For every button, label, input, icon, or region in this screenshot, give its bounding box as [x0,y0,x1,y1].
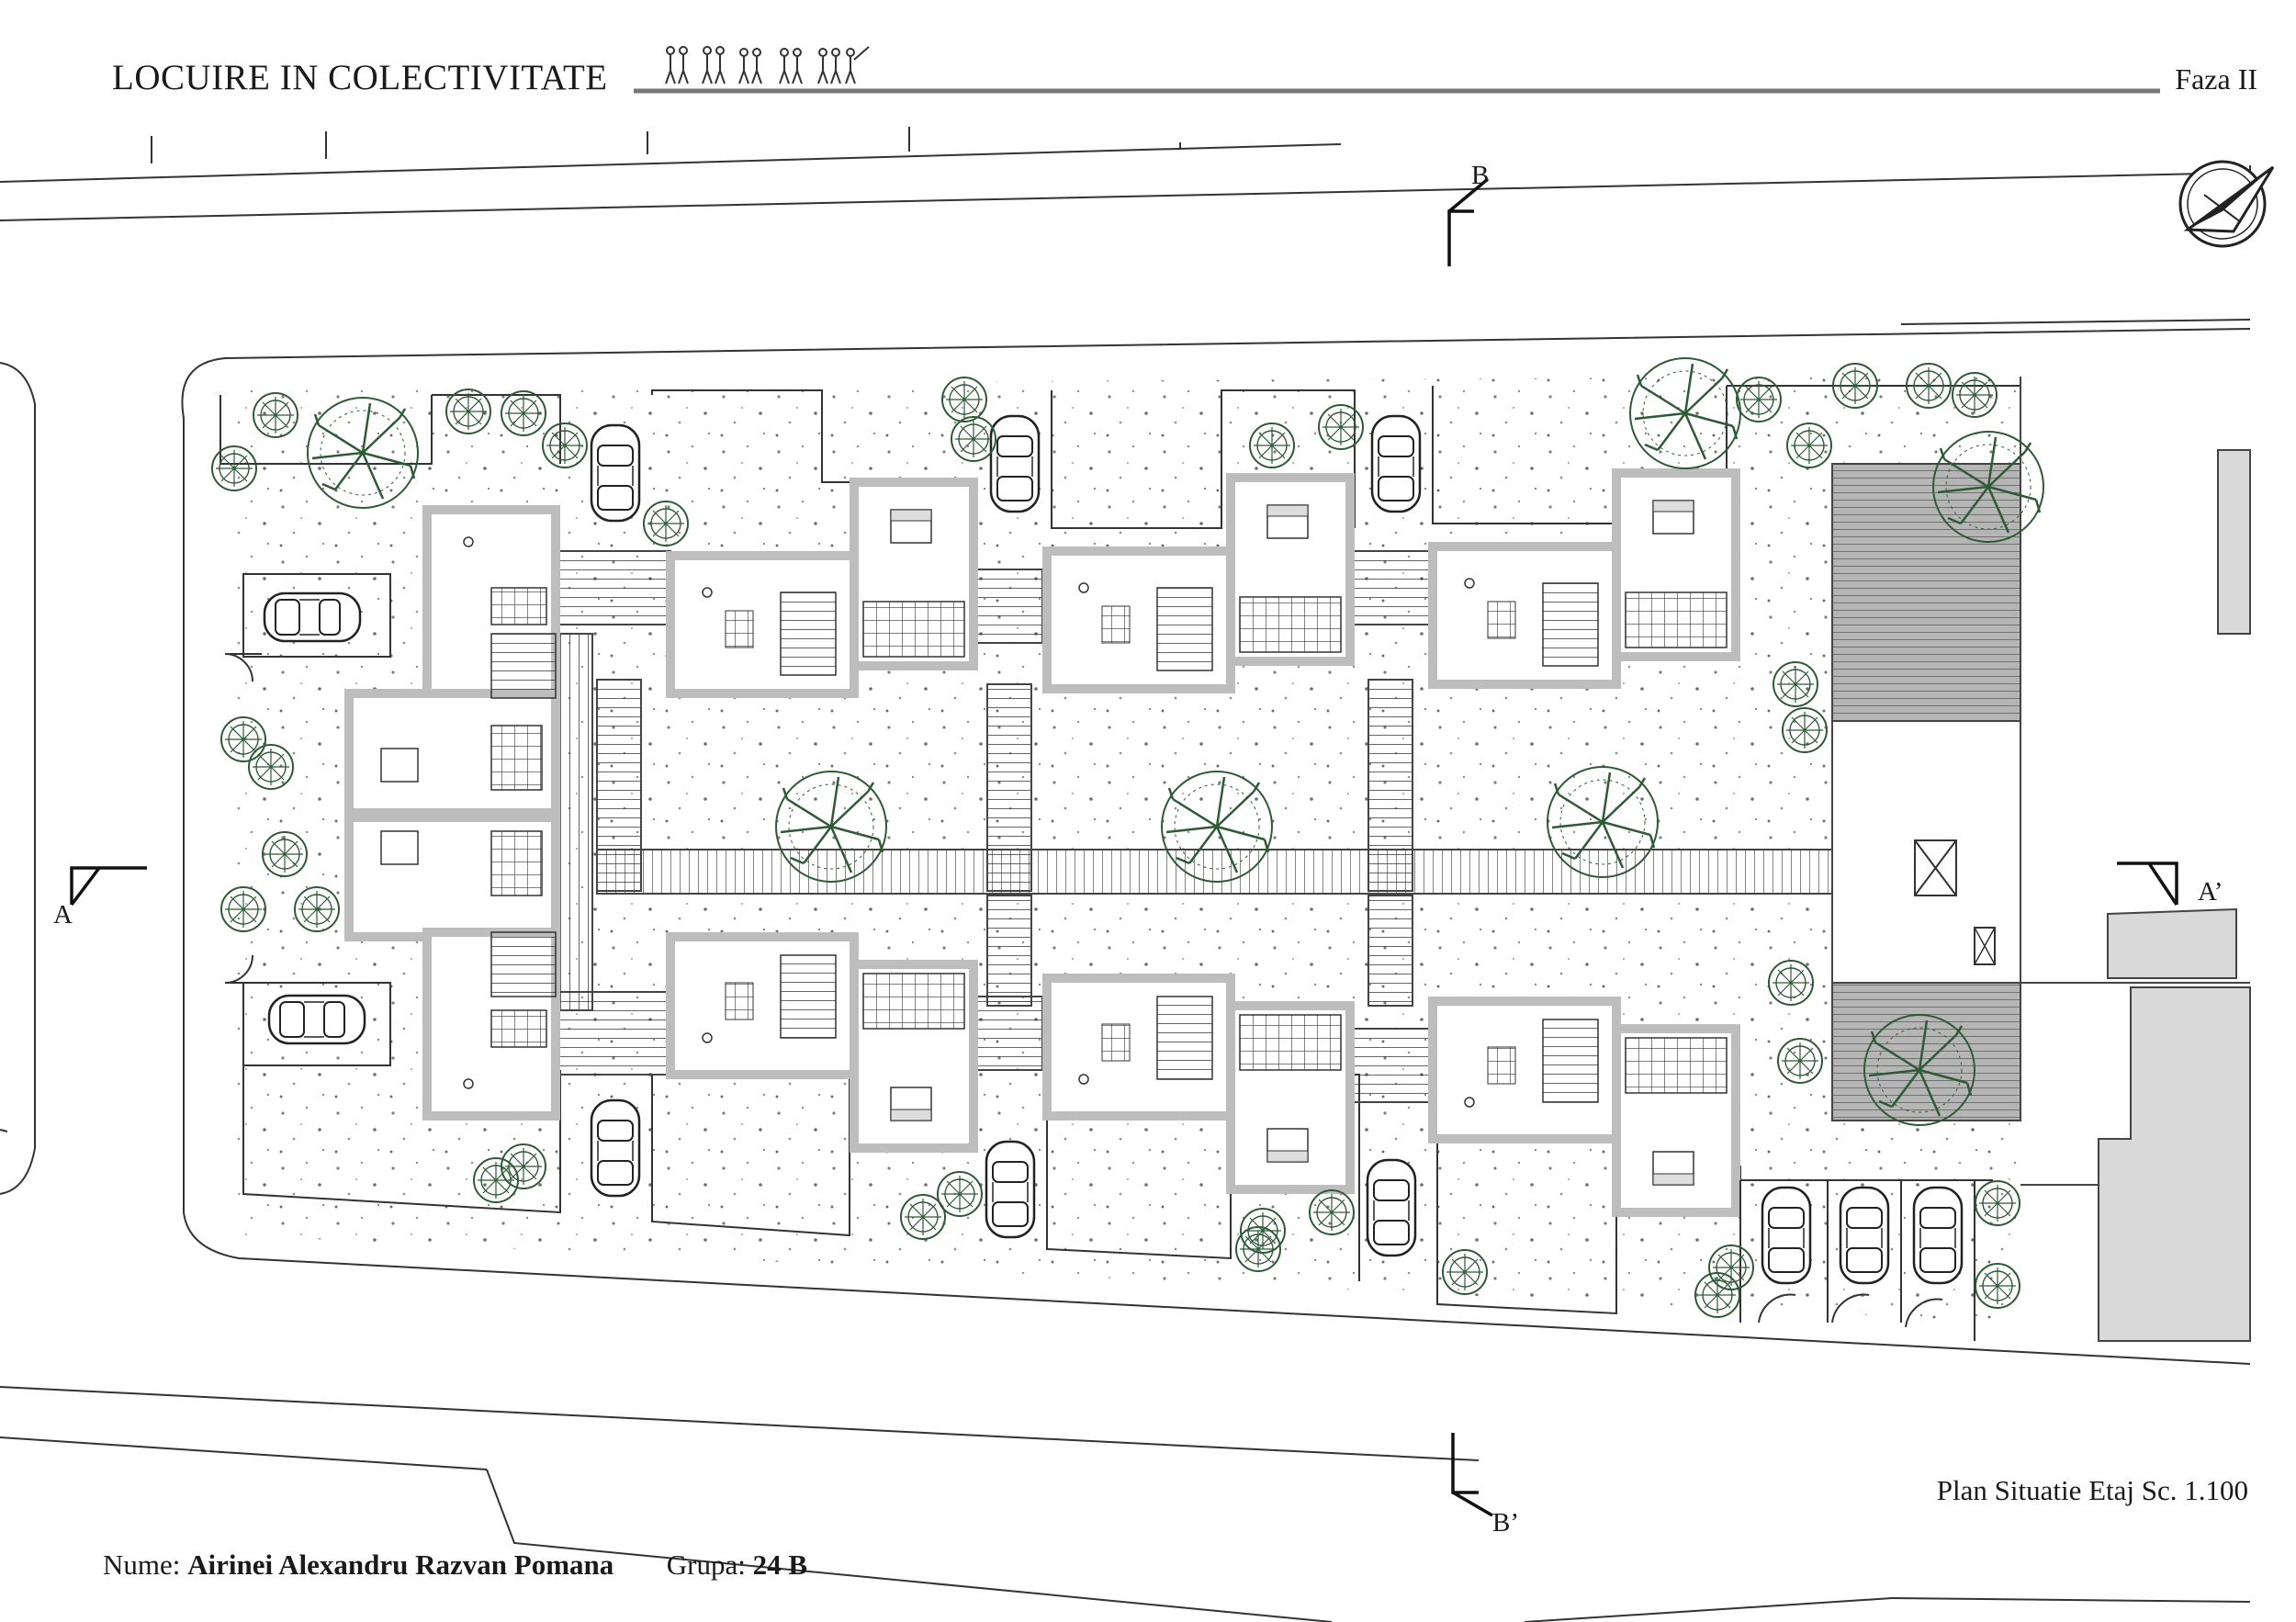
terrace-deck [1831,377,2250,1186]
sheet-label: Plan Situatie Etaj Sc. 1.100 [1936,1474,2248,1506]
left-block [344,505,560,1121]
name-label: Nume: [103,1549,181,1581]
right-parking [1739,1179,1993,1341]
footer: Nume: Airinei Alexandru Razvan Pomana Gr… [103,1549,807,1582]
road-lines [0,127,2251,1622]
section-marker-a-right [2117,862,2178,906]
drawing-title: LOCUIRE IN COLECTIVITATE [112,58,608,97]
neighbor-buildings [2098,449,2251,1342]
group-label: Grupa: [666,1549,746,1581]
student-name: Airinei Alexandru Razvan Pomana [187,1549,614,1581]
section-marker-b-top [1447,177,1490,266]
north-arrow-icon [2178,160,2275,248]
left-parking [224,573,391,1066]
section-marker-b-bottom [1451,1433,1493,1517]
group-value: 24 B [752,1549,808,1581]
section-marker-a-left [70,866,147,907]
section-label-b-prime: B’ [1492,1508,1519,1538]
cross-walkways [555,550,1434,1103]
section-label-a: A [53,900,73,929]
section-label-a-prime: A’ [2198,877,2223,907]
people-silhouettes-icon [665,46,870,84]
section-label-b: B [1471,161,1490,190]
phase-label: Faza II [2175,62,2257,96]
